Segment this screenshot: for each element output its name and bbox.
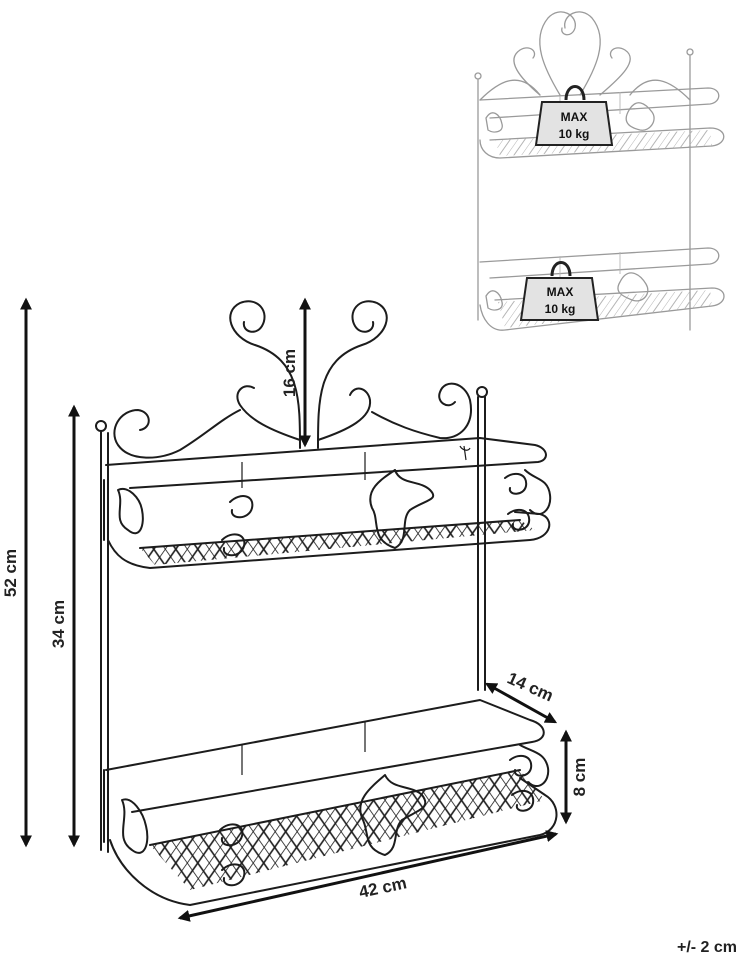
tolerance-note: +/- 2 cm xyxy=(676,939,737,956)
max-load-weight-icon: MAX 10 kg xyxy=(519,261,600,321)
max-load-label-bottom: MAX xyxy=(547,285,574,299)
width-arrow xyxy=(177,830,559,922)
scroll-height-label: 16 cm xyxy=(280,349,299,397)
total-height-label: 52 cm xyxy=(1,549,20,597)
wall-shelf-rack xyxy=(95,300,558,906)
depth-label: 14 cm xyxy=(504,668,556,705)
max-load-label-top: MAX xyxy=(561,110,588,124)
frame-height-label: 34 cm xyxy=(49,600,68,648)
shelf-height-label: 8 cm xyxy=(570,758,589,797)
loaded-rack-illustration xyxy=(474,11,725,331)
max-load-value-top: 10 kg xyxy=(559,127,590,141)
max-load-weight-icon: MAX 10 kg xyxy=(534,85,614,146)
dimension-arrows xyxy=(20,297,572,922)
max-load-value-bottom: 10 kg xyxy=(545,302,576,316)
depth-arrow xyxy=(484,682,558,724)
